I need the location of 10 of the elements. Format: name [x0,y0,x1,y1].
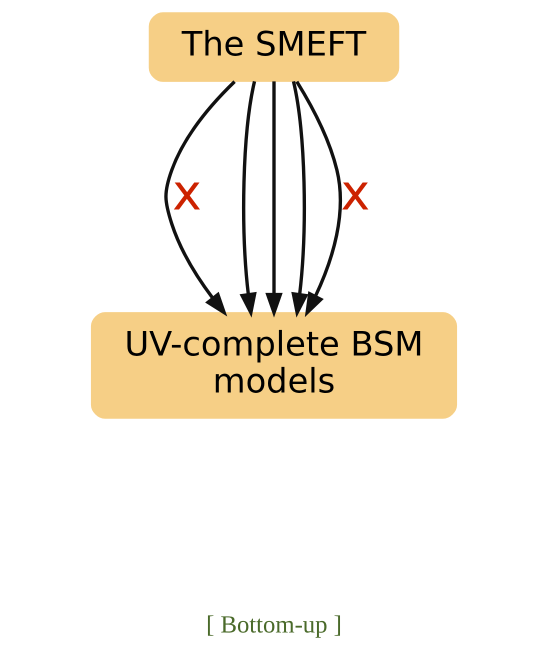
arrow [239,81,256,318]
arrow [264,81,282,318]
arrow [294,80,342,318]
edge-label: x [340,164,370,222]
label: [ Bottom-up ] [206,611,342,638]
arrow [164,80,236,316]
arrow [290,81,308,318]
node-box: UV-complete BSM models [90,312,457,419]
edge-label: x [172,164,202,222]
node-box: The SMEFT [148,12,399,82]
